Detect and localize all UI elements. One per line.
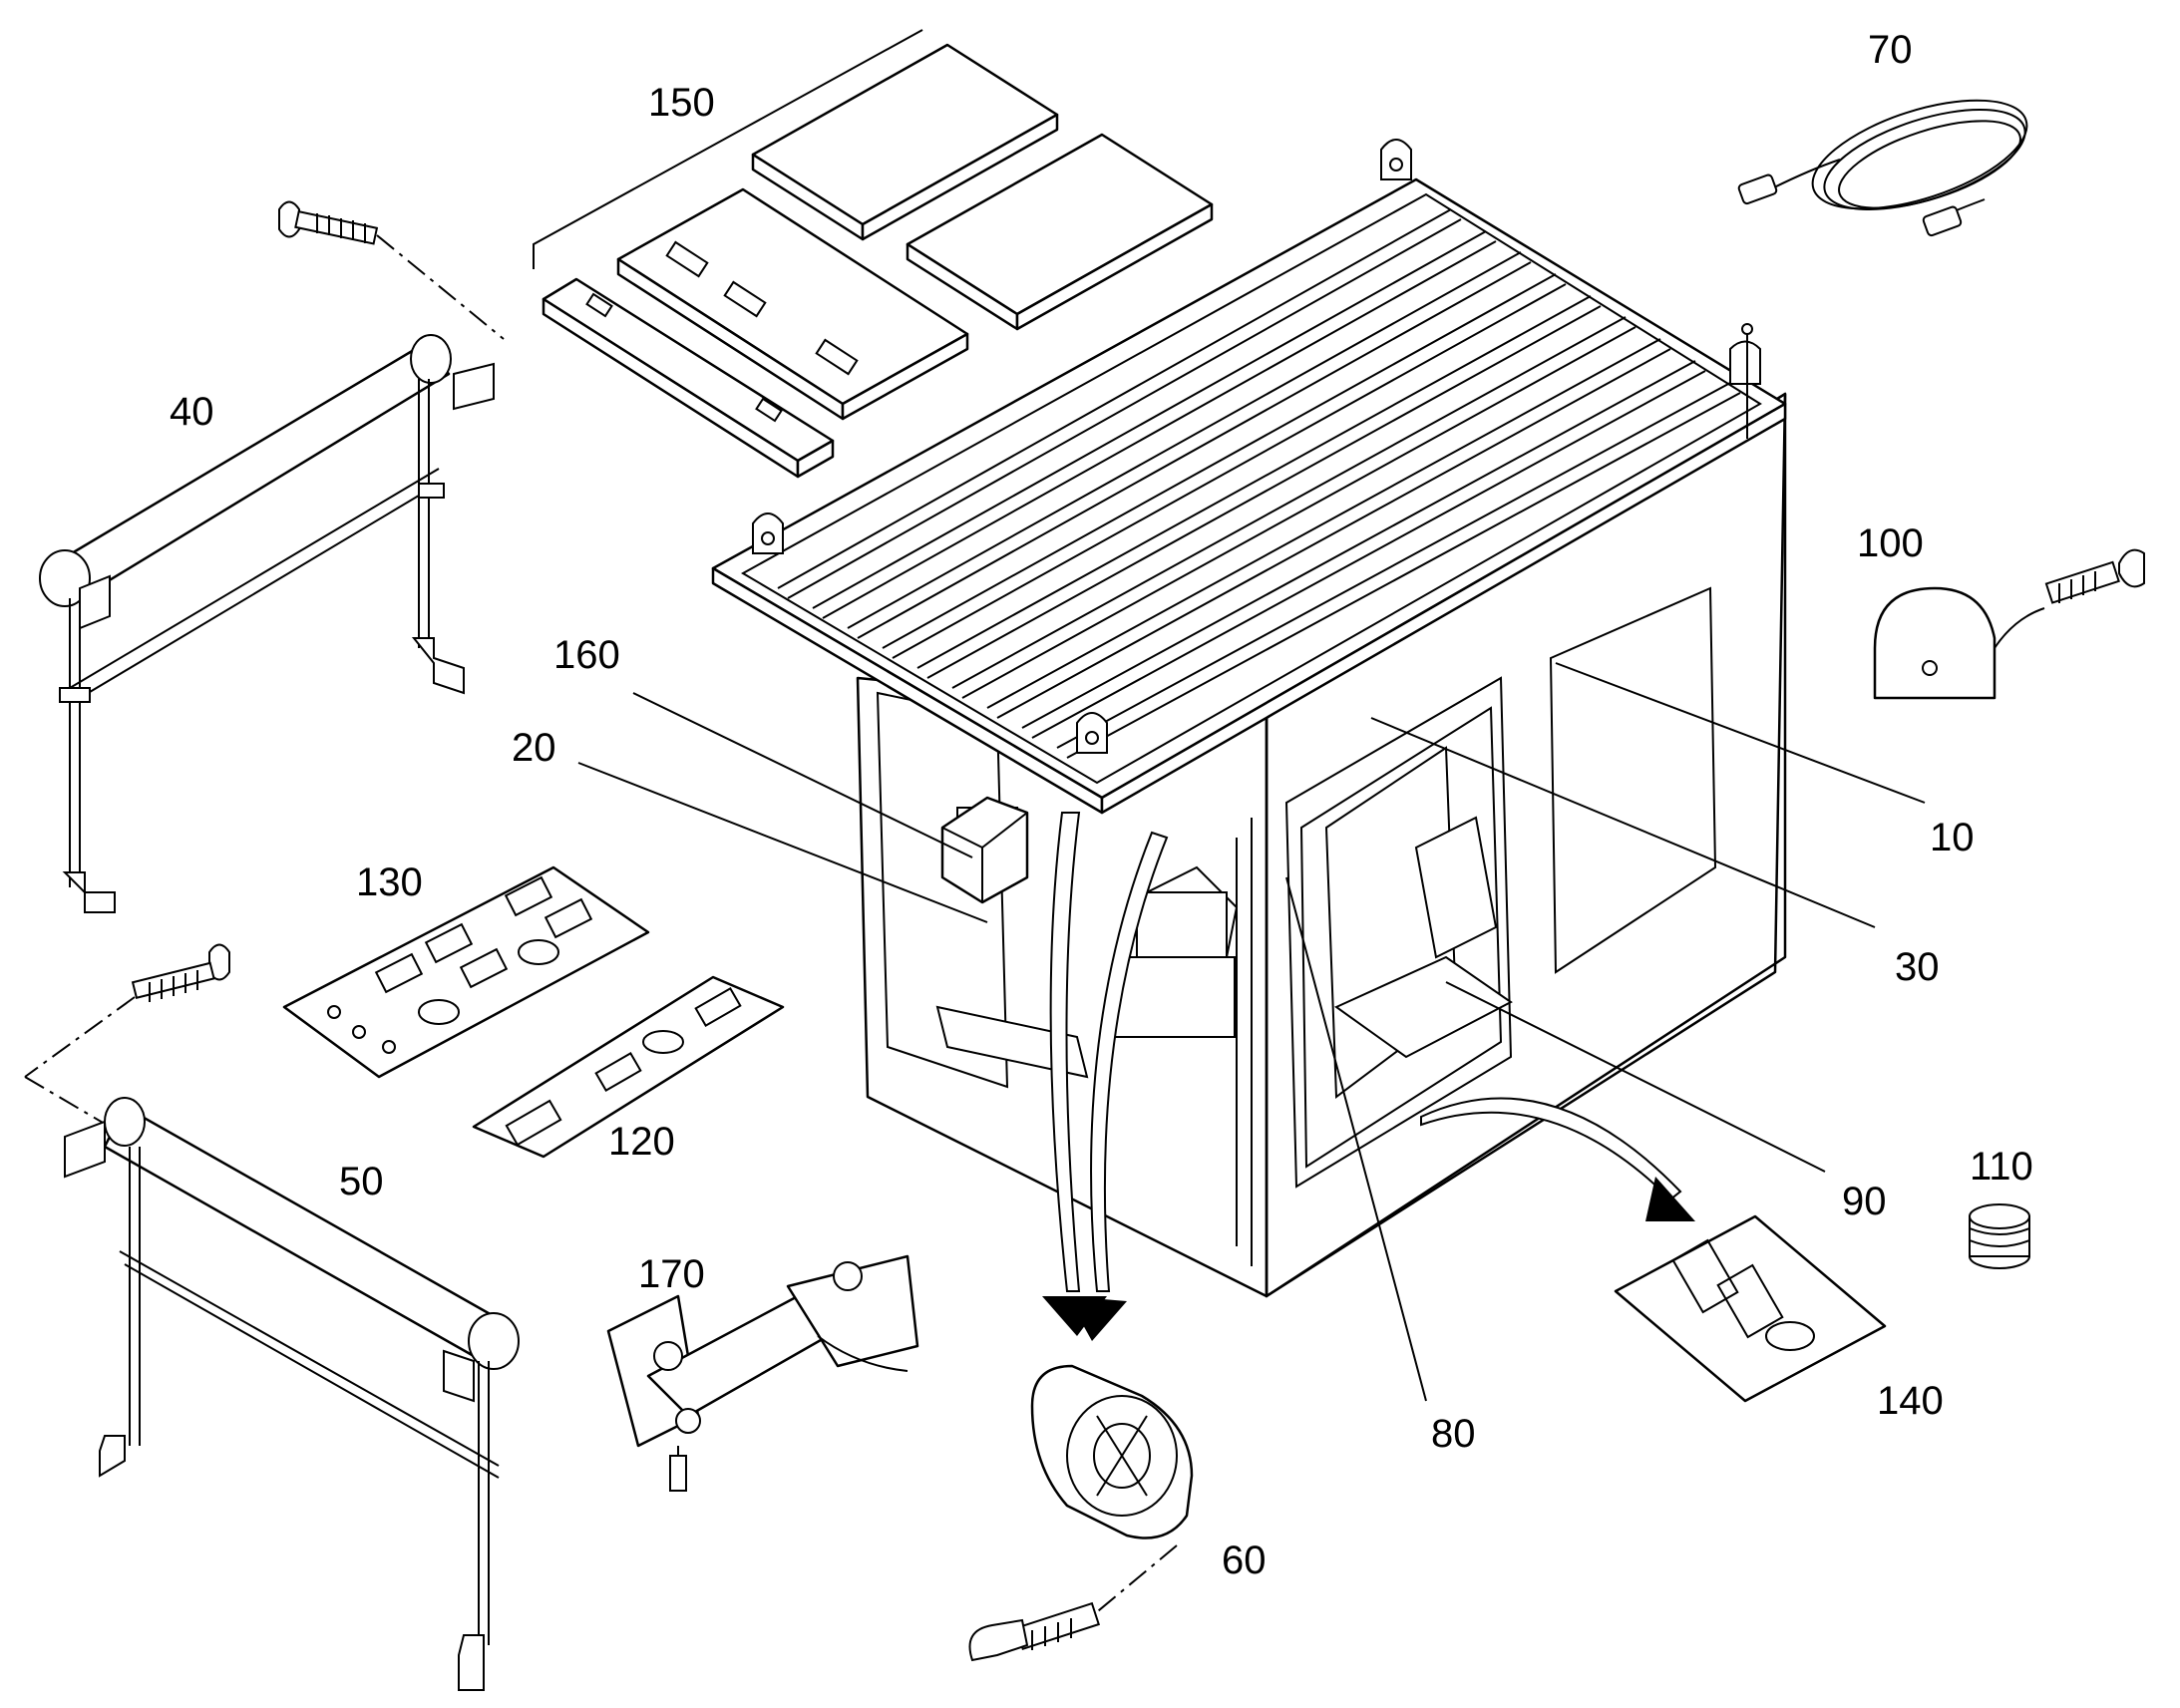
plate-140 <box>1614 1214 1887 1403</box>
callout-110: 110 <box>1970 1145 2033 1189</box>
mounting-bracket-170 <box>606 1254 919 1492</box>
sunshade-roller-lower <box>24 943 520 1691</box>
fan-60 <box>968 1364 1194 1662</box>
callout-70: 70 <box>1868 28 1913 72</box>
plate-120 <box>472 975 785 1159</box>
callout-90: 90 <box>1842 1180 1887 1223</box>
callout-120: 120 <box>608 1120 675 1164</box>
callout-140: 140 <box>1877 1379 1944 1423</box>
callout-40: 40 <box>170 390 214 434</box>
mirror-100 <box>1873 548 2145 700</box>
callout-170: 170 <box>638 1252 705 1296</box>
roof-panel-set <box>533 29 1214 479</box>
callout-10: 10 <box>1930 816 1975 859</box>
callout-150: 150 <box>648 81 715 125</box>
callout-50: 50 <box>339 1160 384 1203</box>
callout-80: 80 <box>1431 1412 1476 1456</box>
callout-30: 30 <box>1895 945 1940 989</box>
arrow-head-middle <box>1067 1296 1127 1341</box>
sunshade-roller-upper <box>39 200 505 913</box>
plate-130 <box>282 865 650 1079</box>
box-160 <box>940 796 1029 904</box>
callout-160: 160 <box>553 633 620 677</box>
cap-110 <box>1969 1203 2030 1269</box>
callout-130: 130 <box>356 860 423 904</box>
leader-lines <box>577 662 1926 1402</box>
callout-20: 20 <box>512 726 556 770</box>
cab-roof <box>711 139 1787 815</box>
callout-60: 60 <box>1222 1538 1267 1582</box>
cable-70 <box>1737 99 2028 237</box>
arrow-head-right <box>1645 1177 1695 1221</box>
callout-100: 100 <box>1857 521 1924 565</box>
assembly-arrows <box>1042 812 1695 1341</box>
